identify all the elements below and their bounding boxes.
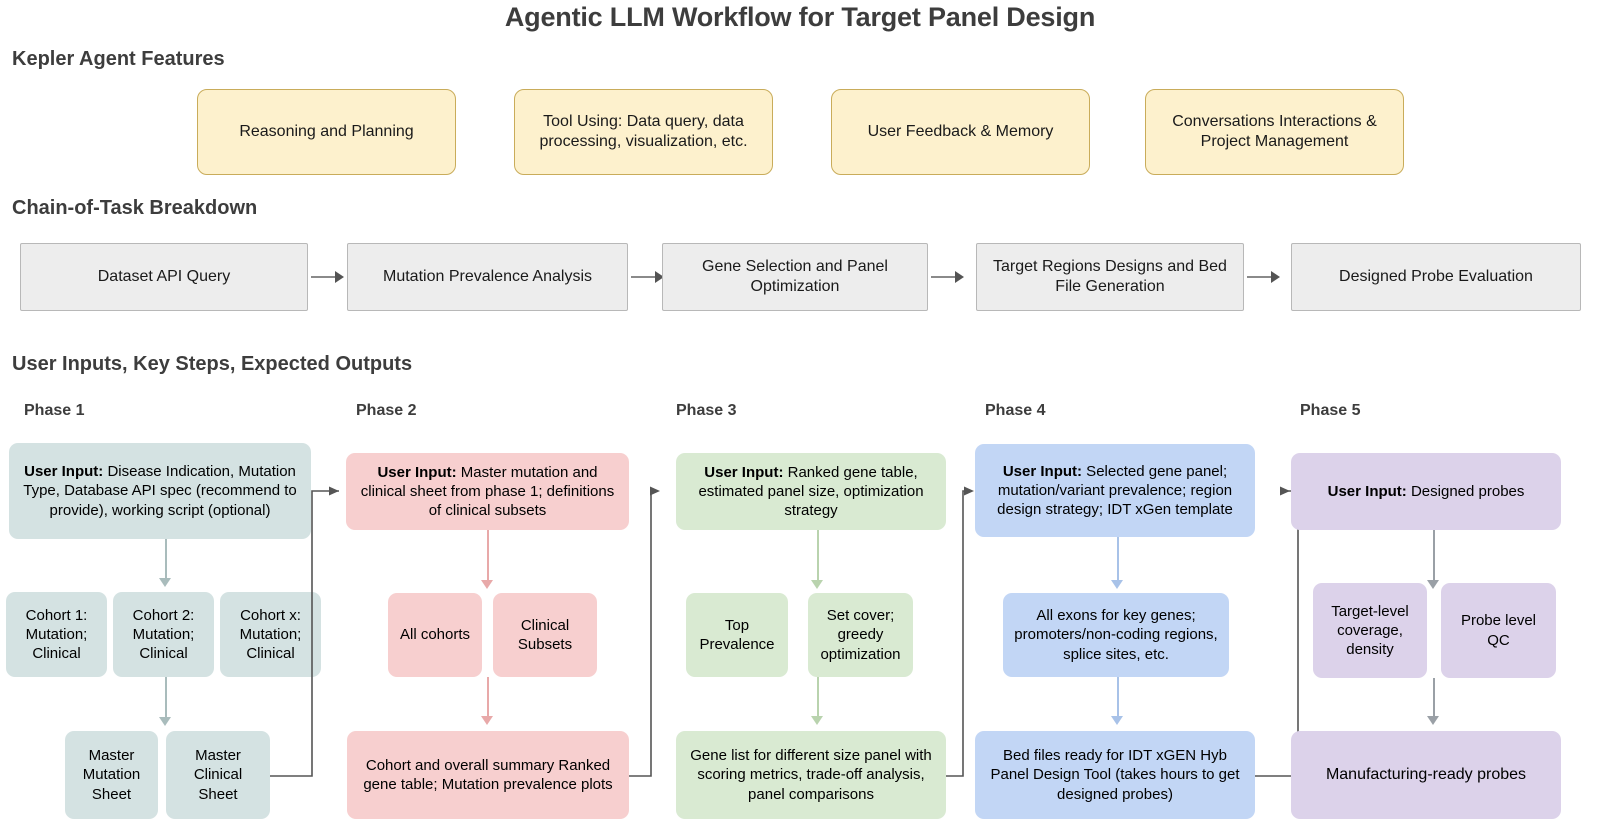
- chain-arrow-line-2: [631, 276, 657, 278]
- phase-3-output-gene-list[interactable]: Gene list for different size panel with …: [676, 731, 946, 819]
- phase-5-output-manufacturing-ready-probes[interactable]: Manufacturing-ready probes: [1291, 731, 1561, 819]
- phase-4-output-bed-files[interactable]: Bed files ready for IDT xGEN Hyb Panel D…: [975, 731, 1255, 819]
- chain-arrow-line-1: [311, 276, 337, 278]
- chain-arrow-head-2: [655, 271, 664, 283]
- phase-4-connector-arrow-2: [1111, 716, 1123, 725]
- phase-5-connector-arrow-2: [1427, 716, 1439, 725]
- chain-step-designed-probe-evaluation[interactable]: Designed Probe Evaluation: [1291, 243, 1581, 311]
- section-title-user-inputs-key-steps-expected-outputs: User Inputs, Key Steps, Expected Outputs: [12, 353, 413, 375]
- phase-5-step-probe-level-qc[interactable]: Probe level QC: [1441, 583, 1556, 678]
- phase-3-step-set-cover-greedy-optimization[interactable]: Set cover; greedy optimization: [808, 593, 913, 677]
- feature-box-tool-using[interactable]: Tool Using: Data query, data processing,…: [514, 89, 773, 175]
- phase-4-connector-arrow-1: [1111, 580, 1123, 589]
- feature-box-user-feedback-memory[interactable]: User Feedback & Memory: [831, 89, 1090, 175]
- page-title: Agentic LLM Workflow for Target Panel De…: [504, 2, 1096, 32]
- phase-1-step-cohort-x[interactable]: Cohort x: Mutation; Clinical: [220, 592, 321, 677]
- phase-1-output-master-mutation-sheet[interactable]: Master Mutation Sheet: [65, 731, 158, 819]
- phase-5-connector-arrow-1: [1427, 580, 1439, 589]
- phase-1-output-master-clinical-sheet[interactable]: Master Clinical Sheet: [166, 731, 270, 819]
- phase-4-user-input-text: Selected gene panel; mutation/variant pr…: [997, 462, 1233, 519]
- phase-2-output-summary[interactable]: Cohort and overall summary Ranked gene t…: [347, 731, 629, 819]
- phase-4-user-input-label: User Input:: [1002, 462, 1083, 480]
- phase-4-connector-line-1: [1117, 537, 1119, 582]
- phase-2-step-all-cohorts[interactable]: All cohorts: [388, 593, 482, 677]
- phase-1-step-cohort-1[interactable]: Cohort 1: Mutation; Clinical: [6, 592, 107, 677]
- phase-1-connector-line-2: [165, 677, 167, 720]
- phase-title-3: Phase 3: [676, 402, 737, 419]
- feature-box-conversations-interactions-project-management[interactable]: Conversations Interactions & Project Man…: [1145, 89, 1404, 175]
- phase-3-connector-arrow-1: [811, 580, 823, 589]
- phase-2-connector-line-2: [487, 677, 489, 719]
- feature-box-reasoning-and-planning[interactable]: Reasoning and Planning: [197, 89, 456, 175]
- phase-2-connector-arrow-2: [481, 716, 493, 725]
- phase-title-4: Phase 4: [985, 402, 1046, 419]
- phase-5-connector-line-2: [1433, 678, 1435, 719]
- phase-3-user-input-text: Ranked gene table, estimated panel size,…: [698, 463, 924, 520]
- phase-1-connector-line-1: [165, 539, 167, 581]
- chain-step-dataset-api-query[interactable]: Dataset API Query: [20, 243, 308, 311]
- phase-1-step-cohort-2[interactable]: Cohort 2: Mutation; Clinical: [113, 592, 214, 677]
- phase-2-user-input[interactable]: User Input: Master mutation and clinical…: [346, 453, 629, 530]
- phase-title-5: Phase 5: [1300, 402, 1361, 419]
- phase-5-step-target-level-coverage[interactable]: Target-level coverage, density: [1313, 583, 1427, 678]
- chain-arrow-head-4: [1271, 271, 1280, 283]
- phase-5-user-input[interactable]: User Input: Designed probes: [1291, 453, 1561, 530]
- phase-5-connector-line-1: [1433, 530, 1435, 582]
- chain-arrow-head-3: [955, 271, 964, 283]
- phase-1-user-input[interactable]: User Input: Disease Indication, Mutation…: [9, 443, 311, 539]
- phase-3-connector-line-1: [817, 530, 819, 582]
- phase-4-user-input[interactable]: User Input: Selected gene panel; mutatio…: [975, 444, 1255, 537]
- phase-1-connector-arrow-2: [159, 717, 171, 726]
- phase-2-connector-line-1: [487, 530, 489, 582]
- phase-3-user-input-label: User Input:: [704, 463, 784, 481]
- chain-step-target-regions-designs-and-bed-file-generation[interactable]: Target Regions Designs and Bed File Gene…: [976, 243, 1244, 311]
- chain-step-gene-selection-and-panel-optimization[interactable]: Gene Selection and Panel Optimization: [662, 243, 928, 311]
- phase-4-step-target-regions[interactable]: All exons for key genes; promoters/non-c…: [1003, 593, 1229, 677]
- phase-2-user-input-label: User Input:: [377, 463, 457, 481]
- phase-3-connector-line-2: [817, 677, 819, 719]
- phase-1-user-input-text: Disease Indication, Mutation Type, Datab…: [23, 463, 297, 519]
- phase-1-user-input-label: User Input:: [24, 463, 104, 481]
- phase-3-user-input[interactable]: User Input: Ranked gene table, estimated…: [676, 453, 946, 530]
- phase-2-user-input-text: Master mutation and clinical sheet from …: [360, 463, 615, 520]
- phase-2-connector-arrow-1: [481, 580, 493, 589]
- phase-title-2: Phase 2: [356, 402, 417, 419]
- phase-5-user-input-text: Designed probes: [1406, 482, 1525, 500]
- phase-3-connector-arrow-2: [811, 716, 823, 725]
- phase-1-connector-arrow-1: [159, 578, 171, 587]
- section-title-chain-of-task-breakdown: Chain-of-Task Breakdown: [12, 197, 258, 219]
- section-title-kepler-agent-features: Kepler Agent Features: [12, 48, 225, 70]
- chain-arrow-head-1: [335, 271, 344, 283]
- phase-title-1: Phase 1: [24, 402, 85, 419]
- chain-step-mutation-prevalence-analysis[interactable]: Mutation Prevalence Analysis: [347, 243, 628, 311]
- phase-5-user-input-label: User Input:: [1327, 482, 1407, 500]
- chain-arrow-line-4: [1247, 276, 1273, 278]
- phase-4-connector-line-2: [1117, 677, 1119, 719]
- phase-2-step-clinical-subsets[interactable]: Clinical Subsets: [493, 593, 597, 677]
- chain-arrow-line-3: [931, 276, 957, 278]
- phase-3-step-top-prevalence[interactable]: Top Prevalence: [686, 593, 788, 677]
